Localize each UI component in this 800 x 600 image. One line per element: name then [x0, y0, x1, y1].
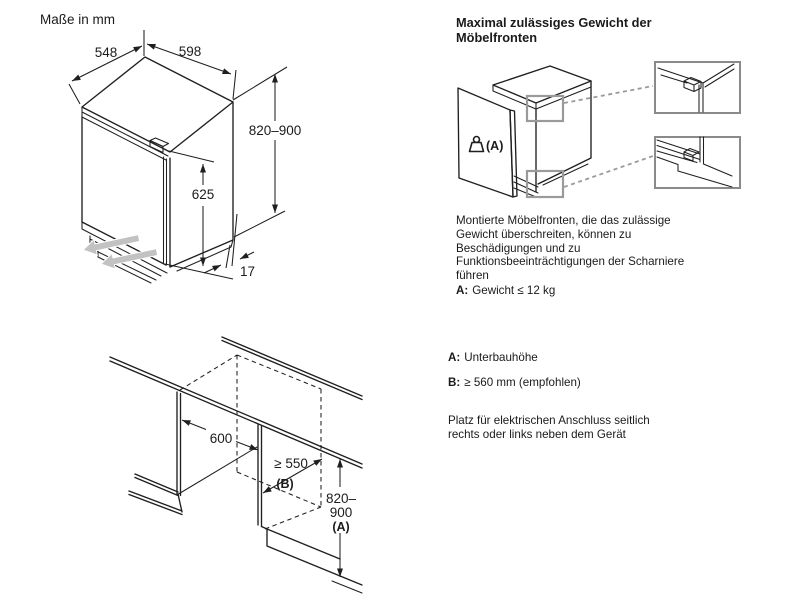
legend-item-b-text: ≥ 560 mm (empfohlen): [464, 376, 581, 389]
hinge-block: [683, 147, 700, 162]
weight-limit-value: Gewicht ≤ 12 kg: [472, 284, 556, 297]
hinge-detail-bottom-box: [654, 136, 741, 189]
callout-line-top: [563, 85, 654, 104]
dim-label-plinth-offset: 17: [240, 264, 255, 279]
dim-label-niche-width: 600: [210, 431, 233, 446]
hinge-detail-top-box: [654, 61, 741, 114]
callout-line-bottom: [563, 155, 654, 188]
dim-label-depth: 548: [95, 45, 118, 60]
pull-direction-arrow: [82, 234, 141, 256]
hinge-highlight-bottom: [525, 169, 565, 199]
dim-label-height: 820–900: [249, 123, 302, 138]
legend-item-a-text: Unterbauhöhe: [464, 351, 538, 364]
right-side-panel: [257, 424, 363, 594]
dimension-door-height: 625: [164, 150, 234, 280]
dimension-niche-height: 820– 900 (A): [326, 459, 357, 577]
dim-label-door-height: 625: [192, 187, 215, 202]
niche-diagram: 600 ≥ 550 (B) 820– 900 (A): [109, 336, 363, 594]
left-cabinet: [128, 391, 258, 516]
weight-limit-line: A:Gewicht ≤ 12 kg: [456, 284, 555, 298]
dimension-height: 820–900: [232, 66, 302, 238]
hinge-highlight-top: [525, 94, 565, 123]
dim-key-niche-height: (A): [332, 520, 349, 534]
weight-warning-text: Montierte Möbelfronten, die das zulässig…: [456, 214, 685, 283]
front-weight-label: (A): [486, 139, 503, 153]
hinge-block: [683, 76, 702, 93]
dim-label-niche-height-1: 820–: [326, 491, 357, 506]
door-weight-diagram: (A): [457, 61, 741, 199]
legend-item-a: A:Unterbauhöhe: [448, 351, 538, 365]
dimension-plinth-offset: 17: [203, 213, 255, 279]
weight-icon: [468, 135, 485, 153]
fridge-isometric-diagram: 548 598 820–900 625 17: [68, 30, 302, 284]
units-label: Maße in mm: [40, 12, 116, 27]
worktop: [109, 336, 363, 469]
appliance-body: [492, 65, 592, 198]
dim-label-width: 598: [179, 44, 202, 59]
weight-section-heading: Maximal zulässiges Gewicht der Möbelfron…: [456, 15, 652, 45]
door-grip: [149, 137, 170, 154]
dimension-niche-width: 600: [181, 419, 259, 451]
dim-key-niche-depth: (B): [276, 477, 293, 491]
legend-item-a-key: A:: [448, 351, 461, 364]
legend-item-b: B:≥ 560 mm (empfohlen): [448, 376, 581, 390]
dimension-width: 598: [146, 43, 237, 100]
niche-hidden-edges: [179, 354, 322, 530]
weight-limit-key: A:: [456, 284, 469, 297]
legend-item-b-key: B:: [448, 376, 461, 389]
pull-direction-arrow: [100, 248, 159, 270]
dim-label-niche-height-2: 900: [330, 505, 353, 520]
dimension-depth: 548: [68, 30, 145, 105]
dimension-niche-depth: ≥ 550 (B): [262, 456, 323, 494]
furniture-front-panel: [457, 87, 518, 198]
fridge-body: [81, 56, 234, 284]
electrical-connection-note: Platz für elektrischen Anschluss seitlic…: [448, 414, 650, 441]
dim-label-niche-depth: ≥ 550: [274, 456, 308, 471]
